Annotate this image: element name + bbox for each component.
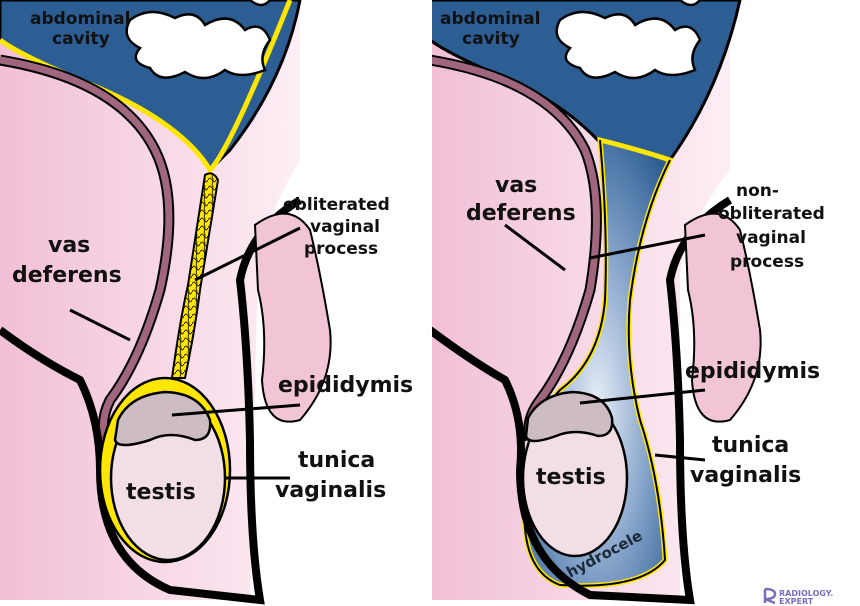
left-process-label-2: vaginal [310,217,380,237]
left-process-label-1: obliterated [283,195,390,215]
logo-line-1: RADIOLOGY. [779,589,833,598]
left-panel [0,0,332,605]
right-process-label-4: process [730,252,804,272]
right-scrotum-outline [427,196,733,605]
left-tunica-label-1: tunica [298,448,375,473]
right-abdominal-label-2: cavity [462,29,520,49]
right-tunica-label-1: tunica [712,433,789,458]
right-process-label-1: non- [736,181,779,201]
obliterated-process-mesh [170,172,220,379]
left-scrotum-outline [0,196,303,605]
left-abdominal-label-2: cavity [52,29,110,49]
left-tunica-label-2: vaginalis [275,478,386,503]
left-testis-label: testis [126,480,196,505]
right-bowel [555,10,702,80]
logo-mark-icon [763,587,777,605]
left-process-label-3: process [304,239,378,259]
right-abdominal-label-1: abdominal [440,9,540,29]
right-panel [427,0,860,606]
right-vas-label-1: vas [495,173,537,198]
left-epididymis-head [113,390,212,447]
logo-line-2: EXPERT [779,597,814,606]
left-vas-label-1: vas [48,233,90,258]
right-tunica-label-2: vaginalis [690,463,801,488]
left-vas-label-2: deferens [12,263,122,288]
radiology-expert-logo: RADIOLOGY. EXPERT [763,587,833,606]
left-abdominal-label-1: abdominal [30,9,130,29]
right-vas-label-2: deferens [466,201,576,226]
right-process-label-2: obliterated [718,204,825,224]
left-epididymis-label: epididymis [278,373,413,398]
right-testis-label: testis [536,465,606,490]
right-process-label-3: vaginal [736,228,806,248]
right-epididymis-inset [683,212,762,423]
right-epididymis-head [524,390,614,443]
left-bowel [125,10,272,80]
left-epididymis-inset [253,212,332,423]
right-epididymis-label: epididymis [685,359,820,384]
